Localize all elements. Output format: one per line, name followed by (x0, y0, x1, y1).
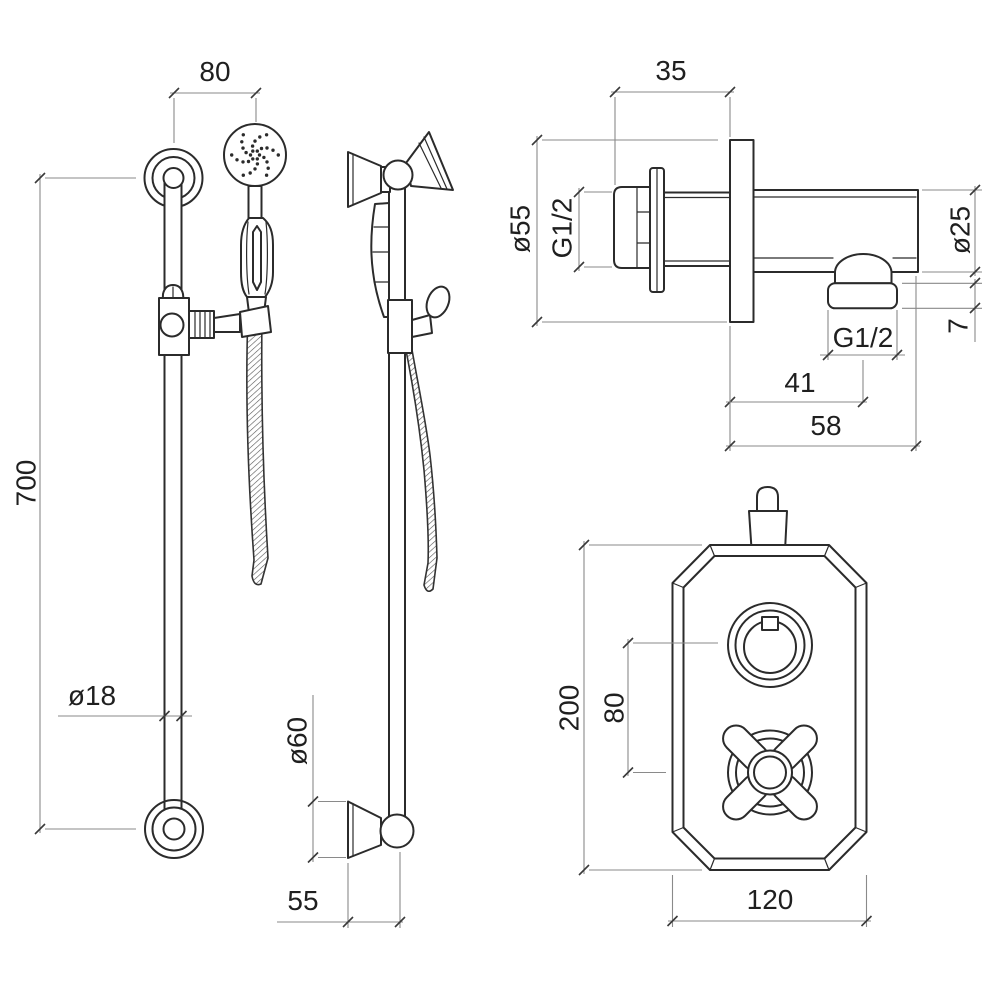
dim-plate-width: 120 (666, 875, 873, 927)
dim-outlet-thread-label: G1/2 (833, 322, 894, 353)
dim-flange-diameter-label: ø55 (505, 205, 536, 253)
dim-flange-diameter: ø55 (505, 134, 727, 328)
slide-rail-bar (163, 182, 183, 818)
dim-bracket-offset-label: 80 (199, 56, 230, 87)
wall-outlet-elbow-view: 35 ø55 G1/2 ø25 7 G1/2 (505, 55, 982, 452)
dim-plate-height-label: 200 (554, 685, 585, 732)
elbow-body (752, 189, 919, 273)
dim-body-diameter: ø25 (922, 184, 982, 278)
bottom-mount-screw (162, 817, 186, 841)
dim-control-spacing-label: 80 (599, 692, 630, 723)
dim-projection-label: 58 (810, 410, 841, 441)
grip-facet (252, 225, 262, 291)
head-cone-side (405, 131, 454, 191)
handset-head (223, 123, 287, 187)
outlet-dome (834, 253, 893, 285)
dim-bracket-offset: 80 (168, 56, 262, 143)
bottom-wall-mount (144, 799, 204, 859)
dim-thread-length-label: 35 (655, 55, 686, 86)
slide-rail-bar-side (388, 184, 406, 821)
bottom-bracket-side (347, 800, 415, 859)
wall-cone-bottom (347, 800, 382, 859)
ball-joint-top (382, 159, 414, 191)
dim-rail-diameter-label: ø18 (68, 680, 116, 711)
dim-plate-width-label: 120 (747, 884, 794, 915)
dim-rail-diameter: ø18 (58, 680, 192, 722)
dim-outlet-thread: G1/2 (820, 310, 905, 402)
dim-body-diameter-label: ø25 (945, 206, 976, 254)
dim-inlet-thread-label: G1/2 (547, 198, 578, 259)
lever-knob-side (425, 285, 451, 319)
lever-neck-side (411, 314, 433, 338)
shower-hose-side (403, 337, 438, 593)
dim-wall-distance-label: 55 (287, 885, 318, 916)
top-mount-screw (162, 167, 185, 189)
slide-rail-side-view: ø60 55 (277, 131, 454, 928)
crosshead-control (722, 724, 818, 821)
slider-bracket-front (158, 284, 272, 356)
dim-outlet-centre: 41 (724, 367, 869, 408)
dim-bracket-diameter: ø60 (282, 695, 346, 864)
handset-front (223, 123, 287, 314)
shower-hose-front (246, 312, 269, 586)
inlet-thread (663, 191, 731, 267)
spray-dots (230, 133, 280, 177)
dim-projection: 58 (724, 276, 922, 452)
clamp-knob (159, 312, 185, 338)
valve-face-plate (671, 544, 868, 871)
outlet-collar (827, 282, 898, 310)
ball-joint-bottom (379, 813, 415, 849)
handset-side-top (347, 131, 454, 318)
dim-collar-height: 7 (902, 277, 982, 342)
slider-block-side (387, 299, 413, 354)
lever-stem (761, 616, 779, 631)
dim-outlet-centre-label: 41 (784, 367, 815, 398)
dim-plate-height: 200 (554, 539, 702, 876)
slider-bracket-side (387, 285, 451, 354)
hex-nut (613, 186, 651, 269)
dim-bracket-diameter-label: ø60 (282, 717, 313, 765)
dim-inlet-thread: G1/2 (547, 186, 612, 273)
holder-arm (213, 313, 241, 333)
slide-rail-front-view: 80 700 ø18 (11, 56, 287, 859)
handset-grip (240, 217, 274, 298)
thermostatic-valve-view: 200 80 120 (554, 486, 873, 927)
wall-flange (729, 139, 755, 323)
dim-control-spacing: 80 (599, 637, 718, 779)
handset-neck (247, 185, 263, 219)
holder-elbow (239, 305, 272, 338)
dim-rail-length: 700 (11, 172, 136, 835)
dim-wall-distance: 55 (277, 852, 406, 928)
dim-collar-height-label: 7 (943, 318, 974, 334)
diverter-ring-control (727, 602, 813, 688)
dim-thread-length: 35 (609, 55, 736, 185)
grip-side (370, 202, 390, 318)
dim-rail-length-label: 700 (11, 460, 42, 507)
